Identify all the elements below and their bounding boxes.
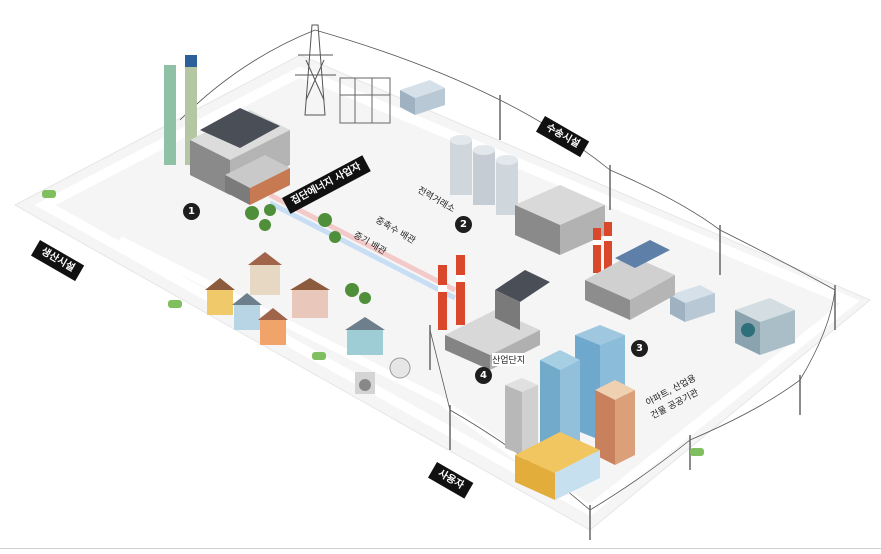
battery-unit-2 xyxy=(670,285,715,322)
power-exchange-plant xyxy=(450,135,605,255)
label-industrial: 산업단지 xyxy=(492,353,526,366)
marker-2: 2 xyxy=(455,216,472,233)
generator-unit xyxy=(735,298,795,355)
cold-water-pipe xyxy=(268,200,457,301)
marker-1: 1 xyxy=(183,203,200,220)
home-appliances xyxy=(355,357,411,394)
marker-3: 3 xyxy=(631,340,648,357)
chimney-1b xyxy=(185,55,197,165)
road-outer xyxy=(34,66,860,517)
chimney-1a xyxy=(164,65,176,165)
hot-water-pipe xyxy=(268,192,457,293)
red-chimneys-right xyxy=(593,222,612,273)
bottom-divider xyxy=(0,548,881,549)
city-buildings xyxy=(505,325,635,500)
cars xyxy=(42,190,704,456)
substation-frame xyxy=(339,77,391,124)
cogen-plant xyxy=(190,108,290,205)
marker-4: 4 xyxy=(475,367,492,384)
transmission-tower xyxy=(295,24,336,116)
residential-houses xyxy=(205,252,385,355)
industrial-right-building xyxy=(585,240,675,320)
utility-poles xyxy=(429,95,836,540)
battery-unit-1 xyxy=(400,80,445,115)
